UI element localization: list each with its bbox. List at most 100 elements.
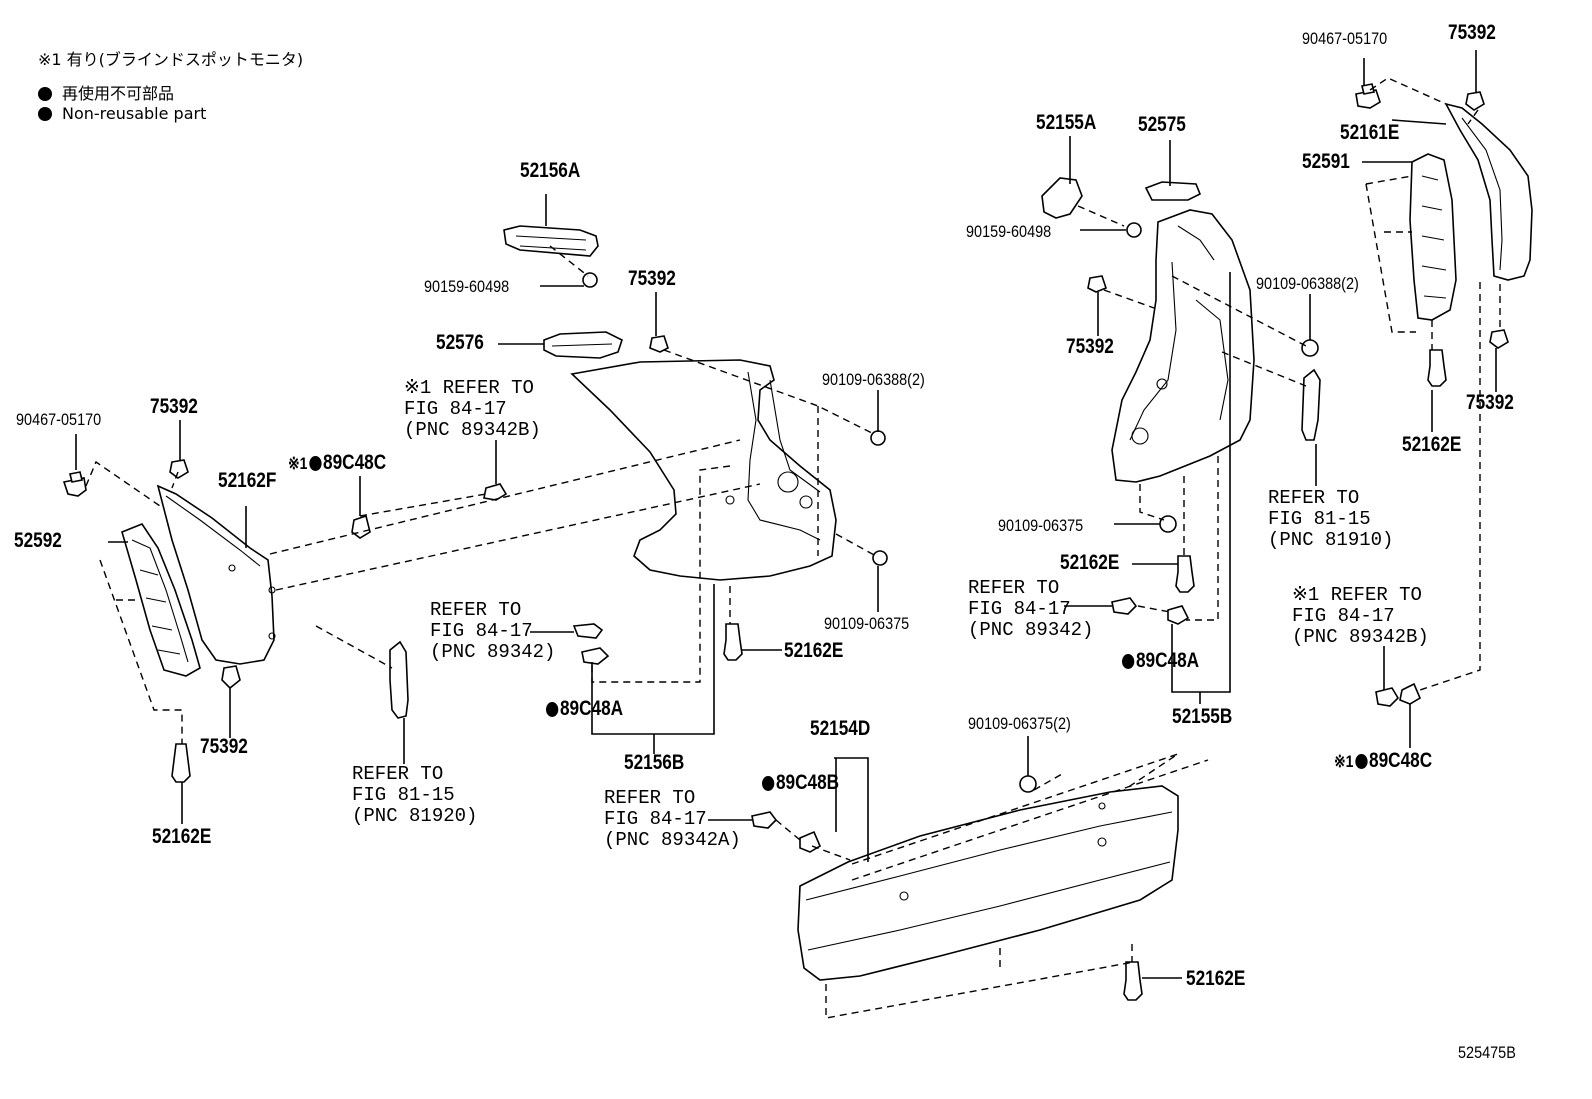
part-90109-06375-right-nut [1159, 515, 1177, 533]
label-90159-60498-left: 90159-60498 [424, 277, 510, 296]
mark-note-left: ※1 [288, 454, 308, 473]
part-90109-06375-2-bottom-nut [1019, 775, 1037, 793]
part-52154D-lower-garnish [797, 785, 1179, 981]
non-reusable-dot-icon [309, 456, 322, 471]
label-89C48C-left-text: 89C48C [323, 451, 387, 474]
part-52155A-bracket [1041, 177, 1083, 219]
part-52161E-side-cover [1444, 102, 1533, 281]
label-refer-81910: REFER TO FIG 81-15 (PNC 81910) [1268, 487, 1394, 551]
mark-note-right-2: ※1 [1334, 752, 1354, 771]
part-75392-left-bottom-clip [221, 665, 241, 690]
label-90109-06375-2-bottom: 90109-06375(2) [968, 714, 1071, 733]
non-reusable-dot-icon [1122, 654, 1135, 669]
label-75392-left-bottom: 75392 [200, 735, 248, 758]
label-75392-center: 75392 [628, 267, 676, 290]
label-89C48A-right: 89C48A [1122, 650, 1199, 671]
label-52591: 52591 [1302, 150, 1350, 173]
label-refer-89342B-right-text: REFER TO FIG 84-17 (PNC 89342B) [1292, 584, 1429, 648]
part-90109-06375-center-nut [872, 550, 888, 566]
non-reusable-dot-icon [38, 107, 52, 121]
label-refer-81920: REFER TO FIG 81-15 (PNC 81920) [352, 763, 478, 827]
part-90159-60498-right-screw [1126, 222, 1142, 238]
part-75392-left-top-clip [169, 459, 189, 479]
part-52592-bracket [121, 523, 201, 677]
label-75392-top-right: 75392 [1448, 21, 1496, 44]
label-refer-89342A: REFER TO FIG 84-17 (PNC 89342A) [604, 787, 741, 851]
label-52156A: 52156A [520, 159, 581, 182]
label-refer-89342B-center: ※1 REFER TO FIG 84-17 (PNC 89342B) [404, 378, 541, 441]
part-75392-mid-right-clip [1087, 275, 1107, 293]
non-reusable-dot-icon [762, 776, 775, 791]
label-52162E-right-top: 52162E [1402, 433, 1462, 456]
part-52156A-bracket [503, 225, 599, 257]
label-89C48A-center: 89C48A [546, 698, 623, 719]
leader-lines [75, 50, 1497, 979]
part-81910-lamp [1301, 368, 1321, 441]
part-90109-06388-center-nut [870, 430, 886, 446]
part-75392-center-clip [649, 335, 669, 353]
label-90159-60498-right: 90159-60498 [966, 222, 1052, 241]
part-89C48B-clip [799, 830, 822, 853]
label-89C48A-center-text: 89C48A [559, 697, 624, 720]
label-75392-right-lower: 75392 [1466, 391, 1514, 414]
part-90109-06388-right-nut [1301, 339, 1319, 357]
part-89C48A-right-clip [1167, 605, 1190, 625]
part-89342B-center-connector [483, 483, 508, 501]
part-52591-bracket [1409, 153, 1457, 321]
label-52155A: 52155A [1036, 111, 1097, 134]
part-89342B-right-connector [1375, 687, 1400, 707]
legend-non-reusable-ja: 再使用不可部品 [38, 80, 174, 104]
part-89342A-connector [751, 811, 778, 829]
label-75392-left-top: 75392 [150, 395, 198, 418]
label-52155B: 52155B [1172, 705, 1233, 728]
part-90467-05170-left-clip [62, 471, 87, 497]
part-89C48C-left-clip [351, 514, 371, 539]
label-89C48A-right-text: 89C48A [1135, 649, 1200, 672]
label-refer-89342-right: REFER TO FIG 84-17 (PNC 89342) [968, 577, 1094, 641]
label-52575: 52575 [1138, 113, 1186, 136]
label-refer-89342B-center-text: REFER TO FIG 84-17 (PNC 89342B) [404, 377, 541, 441]
legend-non-reusable-en-text: Non-reusable part [62, 104, 207, 123]
part-75392-right-lower-clip [1489, 329, 1509, 349]
label-refer-89342-center: REFER TO FIG 84-17 (PNC 89342) [430, 599, 556, 663]
non-reusable-dot-icon [1355, 754, 1368, 769]
label-90467-05170-right: 90467-05170 [1302, 29, 1388, 48]
part-52162E-bottom-pin [1123, 961, 1143, 1001]
part-81920-lamp [389, 640, 409, 719]
label-89C48C-right: ※1 89C48C [1334, 750, 1432, 772]
legend-non-reusable-ja-text: 再使用不可部品 [62, 84, 175, 103]
label-52592: 52592 [14, 529, 62, 552]
figure-id: 525475B [1458, 1043, 1516, 1062]
label-52162E-left: 52162E [152, 825, 212, 848]
part-52162E-right-mid-pin [1175, 555, 1195, 593]
part-89342-right-connector [1111, 597, 1138, 615]
dashed-assembly-lines [85, 77, 1501, 1019]
label-52576: 52576 [436, 331, 484, 354]
label-52161E: 52161E [1340, 121, 1400, 144]
label-89C48B: 89C48B [762, 772, 839, 793]
part-52162F-side-cover [156, 484, 276, 665]
part-90159-60498-left-screw [582, 272, 598, 288]
non-reusable-dot-icon [38, 87, 52, 101]
label-89C48C-right-text: 89C48C [1369, 749, 1433, 772]
label-52162E-bottom: 52162E [1186, 967, 1246, 990]
label-90109-06375-right: 90109-06375 [998, 516, 1084, 535]
part-75392-top-right-clip [1465, 91, 1485, 111]
label-90109-06375-center: 90109-06375 [824, 614, 910, 633]
label-90467-05170-left: 90467-05170 [16, 410, 102, 429]
label-89C48B-text: 89C48B [775, 771, 840, 794]
part-52162E-left-pin [171, 743, 191, 783]
label-90109-06388-2-right: 90109-06388(2) [1256, 274, 1359, 293]
part-89C48A-center-clip [581, 647, 610, 665]
legend-note: ※1 有り(ブラインドスポットモニタ) [38, 50, 304, 69]
legend-non-reusable-en: Non-reusable part [38, 104, 206, 123]
part-52576-bracket [543, 331, 623, 359]
label-52154D: 52154D [810, 717, 871, 740]
mark-note-center: ※1 [404, 377, 432, 399]
part-52162E-right-top-pin [1427, 349, 1447, 387]
label-52162E-center: 52162E [784, 639, 844, 662]
part-89342-center-connector [572, 623, 604, 639]
non-reusable-dot-icon [546, 702, 559, 717]
label-90109-06388-2-center: 90109-06388(2) [822, 370, 925, 389]
